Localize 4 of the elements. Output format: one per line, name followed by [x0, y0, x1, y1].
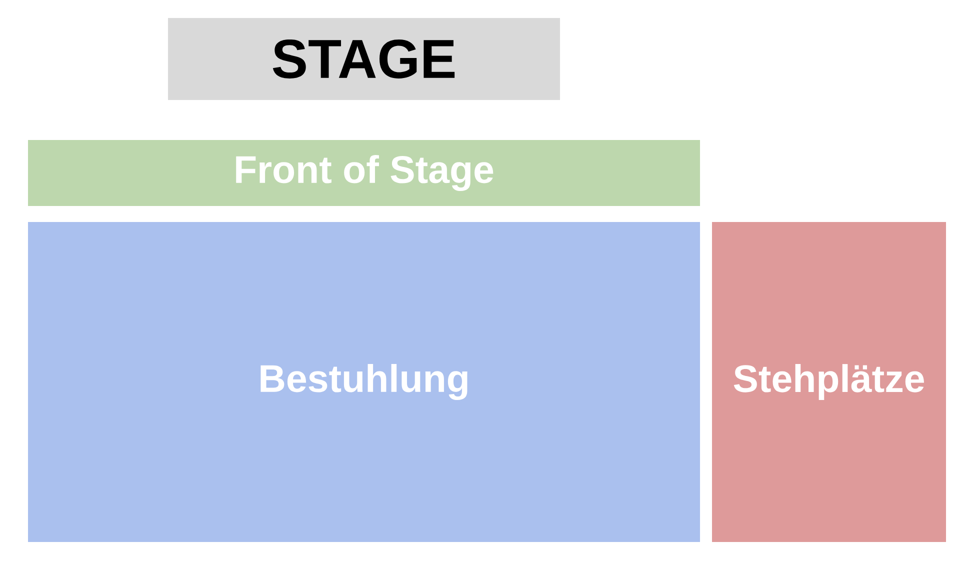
area-box: Front of Stage — [28, 140, 700, 206]
stage-box: STAGE — [168, 18, 560, 100]
area-box: Bestuhlung — [28, 222, 700, 542]
area-box: Stehplätze — [712, 222, 946, 542]
